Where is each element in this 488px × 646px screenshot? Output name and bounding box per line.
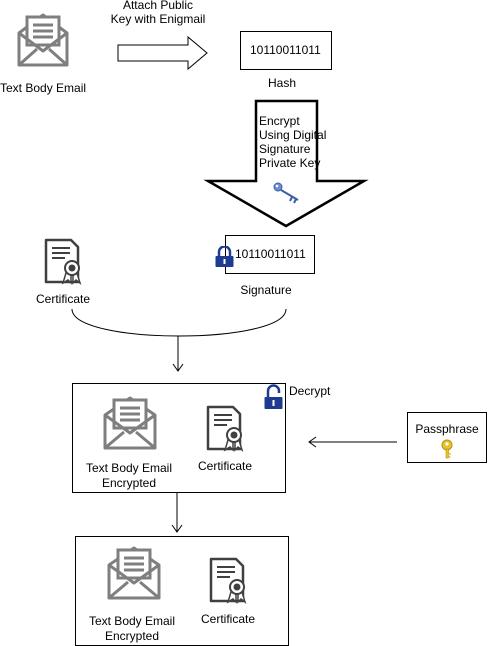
merge-curve — [71, 308, 287, 337]
encrypt-line4: Private Key — [259, 156, 321, 170]
passphrase-label: Passphrase — [415, 422, 479, 436]
encrypt-arrow — [203, 99, 369, 228]
key-icon — [441, 439, 453, 459]
envelope-open-icon — [17, 13, 69, 67]
envelope-open-icon — [103, 396, 157, 450]
email-label-line1: Text Body Email — [85, 461, 173, 475]
key-icon — [273, 182, 299, 204]
lock-open-icon — [264, 384, 283, 409]
certificate-icon — [44, 238, 82, 285]
encrypt-line2: Using Digital — [259, 128, 327, 142]
certificate-label: Certificate — [197, 459, 253, 473]
attach-arrow — [117, 35, 208, 71]
email-label-line2: Encrypted — [104, 629, 160, 643]
decrypt-label: Decrypt — [289, 384, 331, 398]
encrypt-line3: Signature — [259, 142, 311, 156]
hash-box: 10110011011 — [240, 31, 332, 70]
email-label-line1: Text Body Email — [88, 614, 176, 628]
hash-value: 10110011011 — [250, 43, 321, 57]
email-label-line2: Encrypted — [101, 476, 157, 490]
certificate-icon — [206, 405, 244, 452]
signature-label: Signature — [240, 283, 292, 297]
attach-label-line1: Attach Public — [122, 0, 194, 12]
email-label: Text Body Email — [0, 81, 87, 95]
signature-box: 10110011011 — [225, 235, 315, 274]
attach-label-line2: Key with Enigmail — [110, 12, 206, 26]
certificate-label: Certificate — [35, 292, 91, 306]
signature-value: 10110011011 — [235, 247, 306, 261]
encrypt-line1: Encrypt — [259, 114, 300, 128]
lock-closed-icon — [215, 246, 234, 267]
envelope-open-icon — [107, 546, 161, 600]
certificate-icon — [209, 557, 247, 604]
hash-label: Hash — [267, 76, 296, 90]
certificate-label: Certificate — [200, 612, 256, 626]
